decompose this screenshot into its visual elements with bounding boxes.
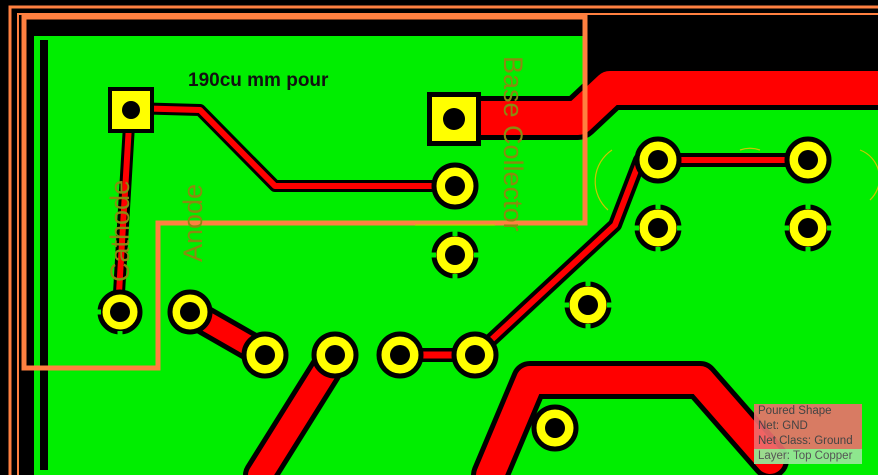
silkscreen-outlines — [415, 147, 878, 226]
pad-cathode-square — [108, 87, 154, 133]
pour-annotation: 190cu mm pour — [188, 70, 329, 91]
tooltip-title: Poured Shape — [754, 404, 862, 419]
tooltip-net-class: Net Class: Ground — [754, 434, 862, 449]
silkscreen-base-collector: Base Collector — [498, 56, 528, 232]
component-outline — [21, 14, 588, 371]
tooltip-layer: Layer: Top Copper — [754, 449, 862, 464]
silkscreen-anode: Anode — [178, 183, 208, 262]
pads[interactable] — [93, 87, 835, 452]
board-outline — [8, 5, 878, 475]
tooltip-net: Net: GND — [754, 419, 862, 434]
silkscreen-cathode: Cathode — [105, 179, 135, 282]
pad-base-square — [427, 92, 481, 146]
hover-tooltip: Poured Shape Net: GND Net Class: Ground … — [754, 404, 862, 464]
